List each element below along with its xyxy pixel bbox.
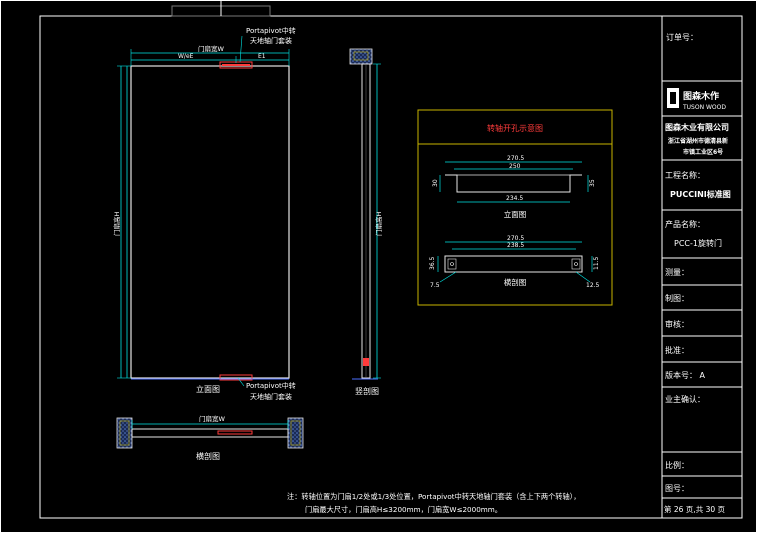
approve-label: 批准： (665, 345, 689, 355)
top-pivot-callout-1: Portapivot中转 (246, 26, 296, 35)
detail-front-caption: 立面图 (504, 209, 527, 219)
detail-left-dim: 30 (432, 179, 439, 187)
pivot-plan (217, 430, 253, 435)
side-view-caption: 竖剖图 (355, 386, 379, 396)
cross-width-label: 门扇宽W (199, 414, 226, 423)
front-height-label: 门扇高H (112, 212, 121, 237)
top-pivot-callout-2: 天地轴门套装 (250, 36, 292, 45)
logo-mark: 图森木作 (683, 90, 719, 102)
right-jamb-section (287, 417, 304, 449)
top-frame-section (349, 48, 373, 65)
product-label: 产品名称： (665, 219, 705, 229)
company-address-2: 市镇工业区6号 (683, 148, 723, 156)
note-line-1: 注：转轴位置为门扇1/2处或1/3处位置，Portapivot中转天地轴门套装（… (287, 492, 580, 501)
drawing-no-label: 图号： (665, 484, 689, 493)
detail-top-dim-1: 270.5 (507, 155, 524, 162)
draft-label: 制图： (665, 293, 689, 303)
cross-section-view: 门扇宽W 横剖图 (116, 414, 304, 461)
vertical-section-view: 门扇高H 竖剖图 (349, 48, 383, 396)
review-label: 审核： (665, 319, 689, 329)
company-logo: 图森木作 TUSON WOOD (667, 88, 726, 111)
page-number: 第 26 页,共 30 页 (664, 504, 726, 514)
product-value: PCC-1旋转门 (674, 238, 722, 248)
front-view: 门扇宽W W/eE E1 Portapivot中转 天地轴门套装 门扇高H Po… (112, 26, 296, 401)
door-leaf-plan (131, 428, 289, 438)
bottom-pivot-slot (219, 374, 253, 381)
logo-subtitle: TUSON WOOD (682, 104, 726, 111)
title-block: 订单号： 图森木作 TUSON WOOD 图森木业有限公司 浙江省湖州市德清县新… (661, 15, 743, 519)
drawing-notes: 注：转轴位置为门扇1/2处或1/3处位置，Portapivot中转天地轴门套装（… (287, 492, 580, 514)
company-address-1: 浙江省湖州市德清县新 (668, 137, 728, 145)
order-no-label: 订单号： (666, 32, 698, 42)
detail-top-dim-2: 250 (509, 163, 521, 170)
note-line-2: 门扇最大尺寸，门扇高H≤3200mm，门扇宽W≤2000mm。 (305, 505, 502, 514)
front-view-caption: 立面图 (196, 384, 220, 394)
front-right-dim: E1 (258, 53, 266, 60)
detail-front-profile (445, 174, 582, 193)
scale-label: 比例： (665, 460, 689, 470)
owner-confirm-label: 业主确认： (665, 394, 705, 404)
bottom-pivot-callout-1: Portapivot中转 (246, 381, 296, 390)
bottom-pivot-callout-2: 天地轴门套装 (250, 392, 292, 401)
cross-view-caption: 横剖图 (196, 451, 220, 461)
detail-section-dim-2: 238.5 (507, 242, 524, 249)
inner-border (39, 15, 743, 519)
version-label: 版本号： A (665, 370, 706, 380)
left-jamb-section (116, 417, 133, 449)
bottom-pivot-section (363, 358, 369, 366)
detail-section-caption: 横剖图 (504, 277, 527, 287)
project-label: 工程名称： (665, 170, 705, 180)
detail-panel-border (417, 109, 613, 306)
detail-bottom-dim: 234.5 (506, 195, 523, 202)
front-left-dim: W/eE (178, 53, 194, 60)
detail-section-left-dim: 36.5 (429, 256, 436, 270)
front-width-label: 门扇宽W (198, 44, 225, 53)
detail-right-dim: 35 (589, 179, 596, 187)
side-height-label: 门扇高H (374, 212, 383, 237)
company-name: 图森木业有限公司 (665, 122, 729, 132)
detail-section-corner-2: 12.5 (586, 282, 600, 289)
pivot-hole-detail: 转轴开孔示意图 270.5 250 234.5 30 35 立面图 270.5 … (417, 109, 613, 306)
project-value: PUCCINI标准图 (670, 189, 731, 199)
detail-title: 转轴开孔示意图 (487, 123, 543, 133)
door-leaf-outline (130, 65, 290, 379)
detail-section-corner-1: 7.5 (430, 282, 440, 289)
measure-label: 测量： (665, 268, 689, 277)
detail-section-body (444, 255, 583, 273)
detail-section-right-dim: 11.5 (593, 256, 600, 270)
detail-section-dim-1: 270.5 (507, 235, 524, 242)
